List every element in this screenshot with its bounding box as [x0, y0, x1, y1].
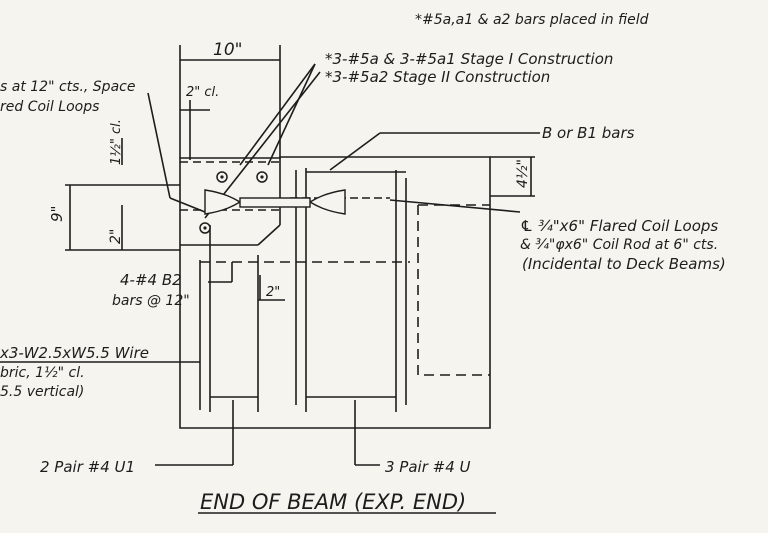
fabric-3: 5.5 vertical) [0, 384, 84, 400]
stage1-label: *3-#5a & 3-#5a1 Stage I Construction [325, 50, 613, 68]
bars-4b2-2: bars @ 12" [112, 293, 190, 309]
stage2-label: *3-#5a2 Stage II Construction [325, 68, 550, 86]
leader-b-bars-2 [329, 132, 381, 171]
dim-45-label: 4½" [515, 159, 531, 188]
corner-chamfer [257, 224, 281, 246]
bar-point-2 [260, 175, 264, 179]
leader-left-2 [169, 197, 206, 213]
drawing-title: END OF BEAM (EXP. END) [200, 490, 466, 514]
leader-loops [389, 199, 521, 213]
dim-2-label: 2" [108, 229, 124, 244]
fabric-2: bric, 1½" cl. [0, 365, 85, 381]
left-note-1: s at 12" cts., Space [0, 79, 135, 95]
leader-stage1-c [204, 71, 321, 219]
top-note: *#5a,a1 & a2 bars placed in field [415, 12, 649, 28]
b-bars-label: B or B1 bars [542, 124, 635, 142]
loops-label-1: ℄ ¾"x6" Flared Coil Loops [520, 217, 718, 235]
pair-3-label: 3 Pair #4 U [385, 458, 471, 476]
dim-width: 10" [213, 40, 242, 60]
pair-2-label: 2 Pair #4 U1 [40, 458, 135, 476]
bar-point-1 [220, 175, 224, 179]
bar-point-3 [203, 226, 207, 230]
leader-left [147, 92, 171, 199]
leader-stage1-a [239, 63, 316, 166]
leader-stage1-b [267, 63, 316, 166]
bars-4b2-1: 4-#4 B2 [120, 271, 182, 289]
fabric-1: x3-W2.5xW5.5 Wire [0, 344, 149, 362]
dim-small2-label: 2" [266, 285, 280, 300]
coil-loop-right [308, 189, 346, 215]
dim-2cl-label: 2" cl. [186, 85, 219, 100]
loops-label-3: (Incidental to Deck Beams) [522, 255, 726, 273]
loops-label-2: & ¾"φx6" Coil Rod at 6" cts. [520, 237, 718, 253]
dim-15cl-label: 1½" cl. [109, 119, 124, 165]
dim-9-label: 9" [48, 206, 66, 222]
left-note-2: red Coil Loops [0, 99, 99, 115]
dashed-opening [417, 204, 490, 376]
coil-rod [239, 197, 311, 208]
